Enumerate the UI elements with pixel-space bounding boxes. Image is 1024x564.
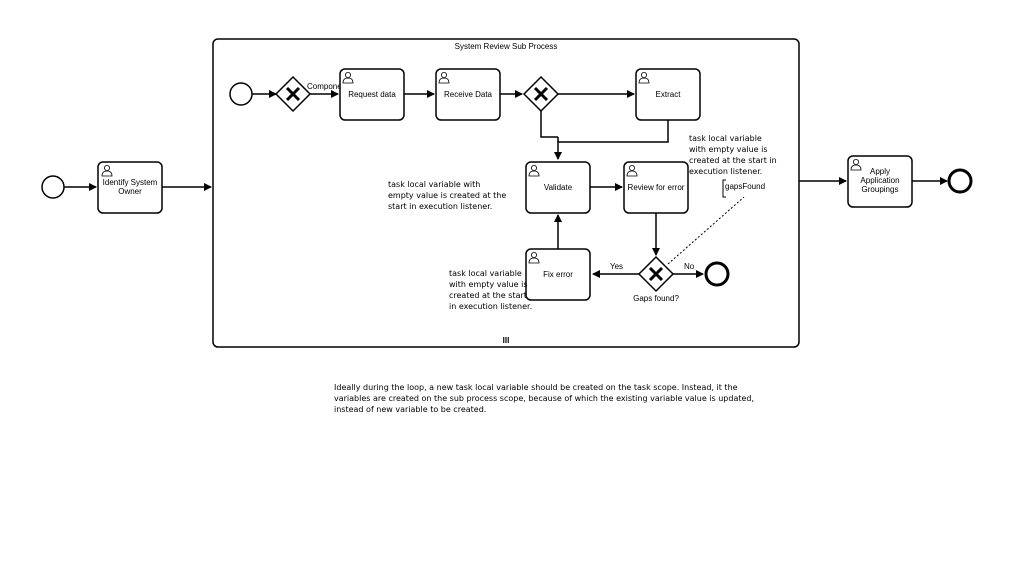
annotation-line: with empty value is: [689, 145, 768, 154]
footnote-line: Ideally during the loop, a new task loca…: [334, 383, 738, 392]
task-label: Apply: [870, 167, 890, 176]
task-validate[interactable]: Validate: [525, 161, 591, 214]
x-marker-icon: [285, 86, 301, 102]
end-event[interactable]: [947, 168, 973, 194]
sequence-flow[interactable]: [554, 120, 669, 160]
task-label: Review for error: [628, 183, 685, 192]
annotation-review: task local variable with empty value is …: [689, 134, 777, 176]
annotation-line: task local variable with: [388, 180, 480, 189]
gateway-label: Gaps found?: [633, 294, 679, 303]
task-review-for-error[interactable]: Review for error: [623, 161, 689, 214]
task-label: Validate: [544, 183, 573, 192]
flow-label-no: No: [684, 262, 695, 271]
annotation-line: in execution listener.: [449, 302, 532, 311]
data-association: [667, 196, 745, 265]
annotation-line: with empty value is: [449, 280, 528, 289]
flow-label-component: Component: [307, 82, 349, 91]
data-object-label: gapsFound: [725, 182, 765, 191]
x-marker-icon: [648, 266, 664, 282]
start-event[interactable]: [41, 175, 65, 199]
sequence-flow[interactable]: [540, 111, 558, 138]
annotation-line: task local variable: [449, 269, 522, 278]
subprocess-title: System Review Sub Process: [455, 42, 558, 51]
exclusive-gateway[interactable]: [274, 75, 312, 113]
subprocess-end-event[interactable]: [704, 261, 730, 287]
flow-label-yes: Yes: [610, 262, 623, 271]
annotation-line: empty value is created at the: [388, 191, 506, 200]
subprocess-start-event[interactable]: [229, 82, 253, 106]
task-fix-error[interactable]: Fix error: [525, 248, 591, 301]
annotation-validate: task local variable with empty value is …: [388, 180, 506, 211]
task-label: Identify System: [103, 178, 158, 187]
annotation-line: start in execution listener.: [388, 202, 492, 211]
task-extract[interactable]: Extract: [635, 68, 701, 121]
annotation-line: task local variable: [689, 134, 762, 143]
task-label: Application: [860, 176, 899, 185]
task-label: Groupings: [862, 185, 899, 194]
annotation-line: execution listener.: [689, 167, 762, 176]
annotation-fix: task local variable with empty value is …: [449, 269, 532, 311]
data-object-bracket: [722, 179, 726, 198]
task-label: Receive Data: [444, 90, 493, 99]
task-identify-system-owner[interactable]: Identify System Owner: [97, 161, 163, 214]
annotation-line: created at the start: [449, 291, 527, 300]
task-label: Extract: [656, 90, 682, 99]
exclusive-gateway-gaps-found[interactable]: [637, 255, 675, 293]
task-apply-application-groupings[interactable]: Apply Application Groupings: [847, 155, 913, 208]
task-label: Request data: [348, 90, 396, 99]
multi-instance-marker-icon: III: [503, 336, 510, 345]
task-request-data[interactable]: Request data: [339, 68, 405, 121]
annotation-line: created at the start in: [689, 156, 777, 165]
task-label: Fix error: [543, 270, 573, 279]
footnote-line: variables are created on the sub process…: [334, 394, 754, 403]
footnote-line: instead of new variable to be created.: [334, 405, 486, 414]
task-label: Owner: [118, 187, 142, 196]
x-marker-icon: [533, 86, 549, 102]
footnote: Ideally during the loop, a new task loca…: [334, 383, 754, 414]
task-receive-data[interactable]: Receive Data: [435, 68, 501, 121]
